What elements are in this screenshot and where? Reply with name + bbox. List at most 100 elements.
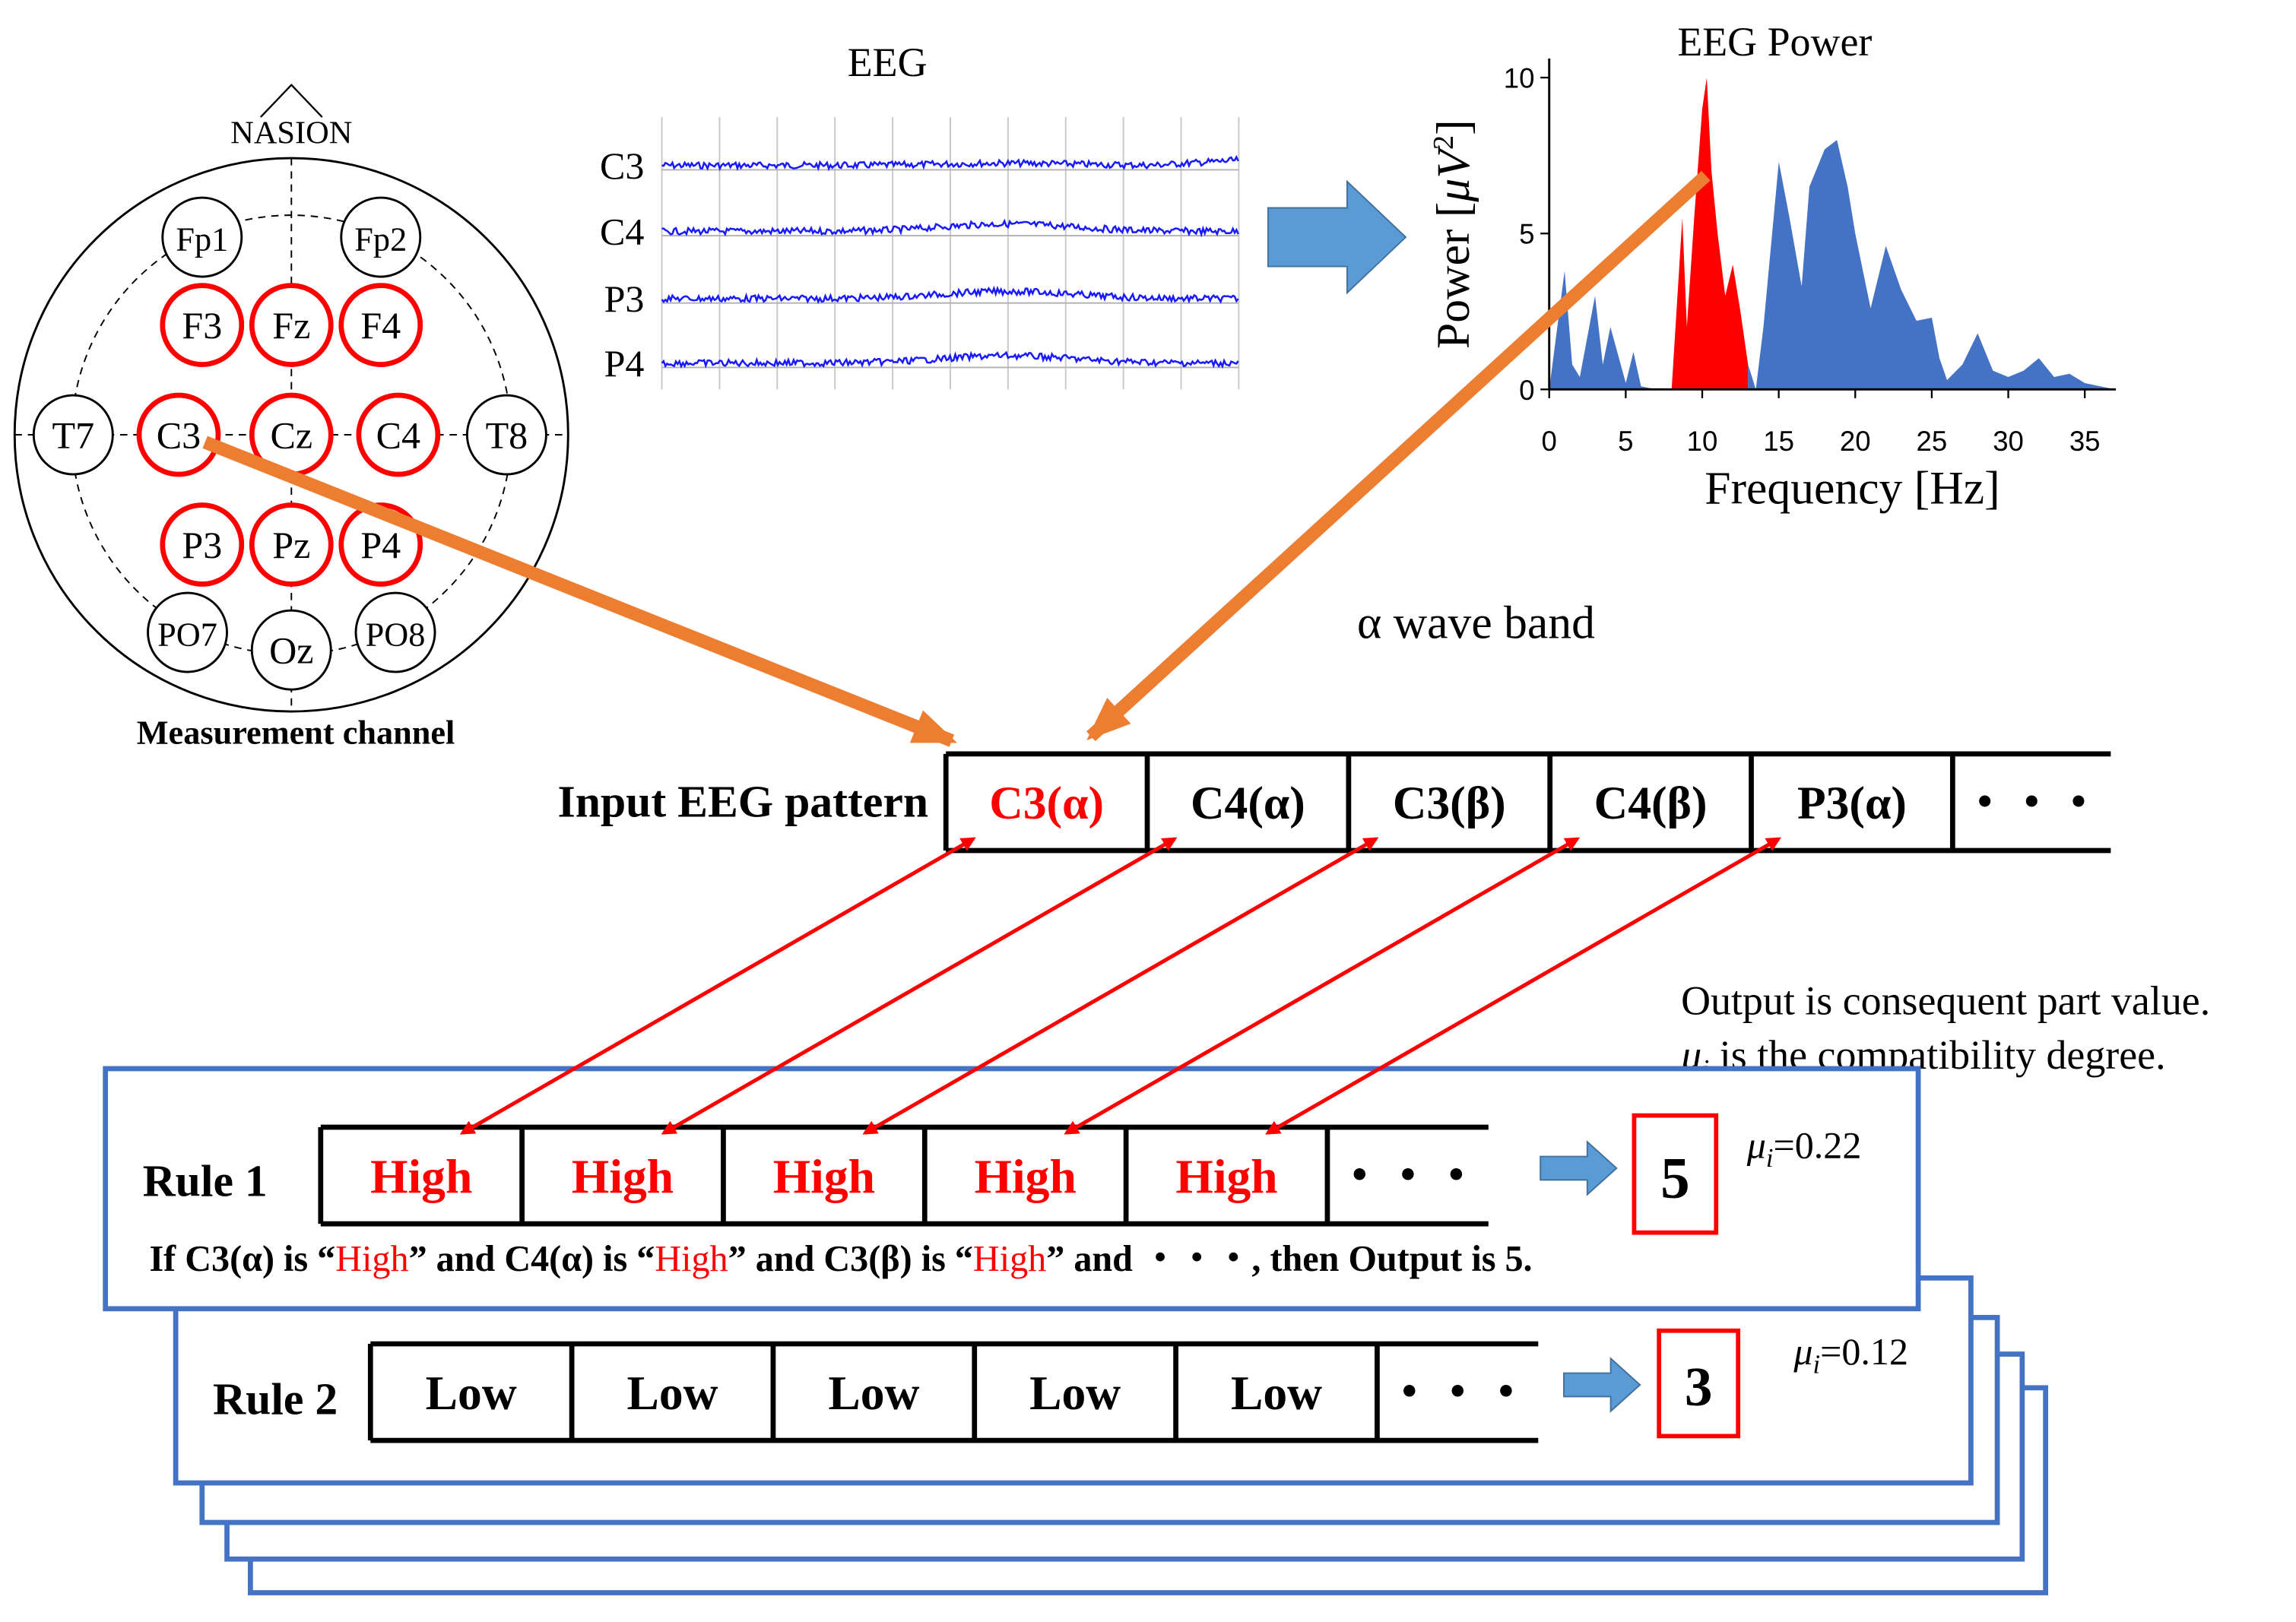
electrode-label: PO8 [366,616,426,653]
rule-2-mu: μi=0.12 [1793,1330,1908,1380]
electrode-ring [249,502,334,587]
y-tick-label: 5 [1519,219,1534,250]
rule-2-cell: Low [626,1366,718,1420]
electrode-label: Fz [272,304,310,347]
eeg-to-power-arrow [1267,179,1407,295]
eeg-channel-label: P3 [604,277,645,320]
power-chart-title: EEG Power [1677,19,1872,65]
electrode-ring [338,283,423,367]
electrode-label: T7 [52,413,94,456]
input-pattern-label: Input EEG pattern [558,777,929,827]
power-y-axis-label: Power [μV2] [1428,119,1479,349]
electrode-fp1: Fp1 [161,196,243,278]
input-eeg-pattern: Input EEG pattern C3(α) C4(α) C3(β) C4(β) P3… [558,751,2111,854]
rule-2-label: Rule 2 [213,1374,338,1424]
rule-2-cell: Low [426,1366,517,1420]
input-pattern-cell: C3(α) [989,778,1104,829]
electrode-label: F3 [182,304,222,347]
electrode-ring [340,196,422,278]
electrode-label: F4 [360,304,401,347]
input-to-rule-arrows [459,837,1781,1135]
electrode-fp2: Fp2 [340,196,422,278]
y-tick-label: 10 [1504,63,1535,94]
rule-1-cell: High [975,1149,1077,1203]
mapping-arrow-head-down [661,837,1176,1135]
input-pattern-cell: C4(α) [1191,778,1305,829]
electrode-ring [147,591,228,673]
rule-2-cell: Low [1231,1366,1322,1420]
x-tick-label: 30 [1993,426,2024,457]
rule-1-output-value: 5 [1660,1145,1690,1210]
input-pattern-cell: C3(β) [1393,778,1506,829]
mapping-arrow-head-down [1265,837,1780,1135]
eeg-channel-label: P4 [604,342,645,385]
electrode-label: C4 [376,413,420,456]
rule-2-card: Rule 2 Low Low Low Low Low ・・・ 3 μi=0.12 [173,1275,1974,1486]
eeg-channel-label: C3 [600,144,644,187]
electrode-ring [354,591,436,673]
electrode-po8: PO8 [354,591,436,673]
electrode-ring [160,283,245,367]
electrode-pz: Pz [249,502,334,587]
input-pattern-cell: C4(β) [1594,778,1708,829]
rule-1-frame [103,1066,1921,1312]
electrode-c4: C4 [356,392,441,477]
electrode-label: T8 [486,413,528,456]
eeg-trace-p3 [661,285,1239,305]
electrode-oz: Oz [250,609,332,691]
electrode-label: PO7 [157,616,217,653]
rule-1-mu: μi=0.22 [1746,1123,1862,1173]
c3-to-input-arrow [202,436,958,747]
nose-mark [259,84,323,118]
input-pattern-cell: ・・・ [1961,778,2102,829]
input-pattern-cell: P3(α) [1797,778,1907,829]
y-tick-label: 0 [1519,375,1534,406]
power-x-axis-label: Frequency [Hz] [1705,463,1999,515]
electrode-ring [356,392,441,477]
rule-1-cell: High [773,1149,875,1203]
rule-2-output-value: 3 [1685,1356,1713,1418]
electrode-t7: T7 [32,394,114,476]
electrode-label: P3 [182,524,222,566]
power-area-low [1549,271,1672,390]
electrode-cz: Cz [249,392,334,477]
electrode-ring [160,502,245,587]
electrode-ring [250,609,332,691]
x-tick-label: 20 [1840,426,1871,457]
mapping-arrow-head-down [862,837,1378,1135]
rule-2-output-box [1657,1328,1741,1439]
electrode-ring [32,394,114,476]
electrode-f3: F3 [160,283,245,367]
electrode-p3: P3 [160,502,245,587]
electrode-label: Cz [270,413,312,456]
rule-1-output-arrow [1540,1140,1618,1196]
electrode-label: Fp1 [176,220,228,258]
mapping-arrow-head-down [1064,837,1579,1135]
rule-1-cell: High [572,1149,674,1203]
rule-2-cell: Low [828,1366,919,1420]
electrode-f4: F4 [338,283,423,367]
electrode-ring [465,394,547,476]
mapping-arrow-head-down [459,837,975,1135]
rule-2-cell: Low [1029,1366,1121,1420]
electrode-c3: C3 [136,392,221,477]
electrode-label: Pz [272,524,310,566]
eeg-channel-label: C4 [600,211,644,253]
electrode-label: P4 [360,524,401,566]
x-tick-label: 5 [1618,426,1633,457]
rule-2-output-arrow [1563,1357,1641,1413]
electrode-fz: Fz [249,283,334,367]
electrode-label: Oz [269,629,313,671]
rule-2-cell: ・・・ [1385,1366,1530,1420]
measurement-channel-caption: Measurement channel [137,714,455,751]
eeg-title: EEG [848,40,928,85]
power-area-alpha-band [1671,78,1749,390]
eeg-trace-p4 [661,350,1239,369]
power-area-high [1748,140,2116,390]
x-tick-label: 10 [1687,426,1718,457]
electrode-ring [136,392,221,477]
